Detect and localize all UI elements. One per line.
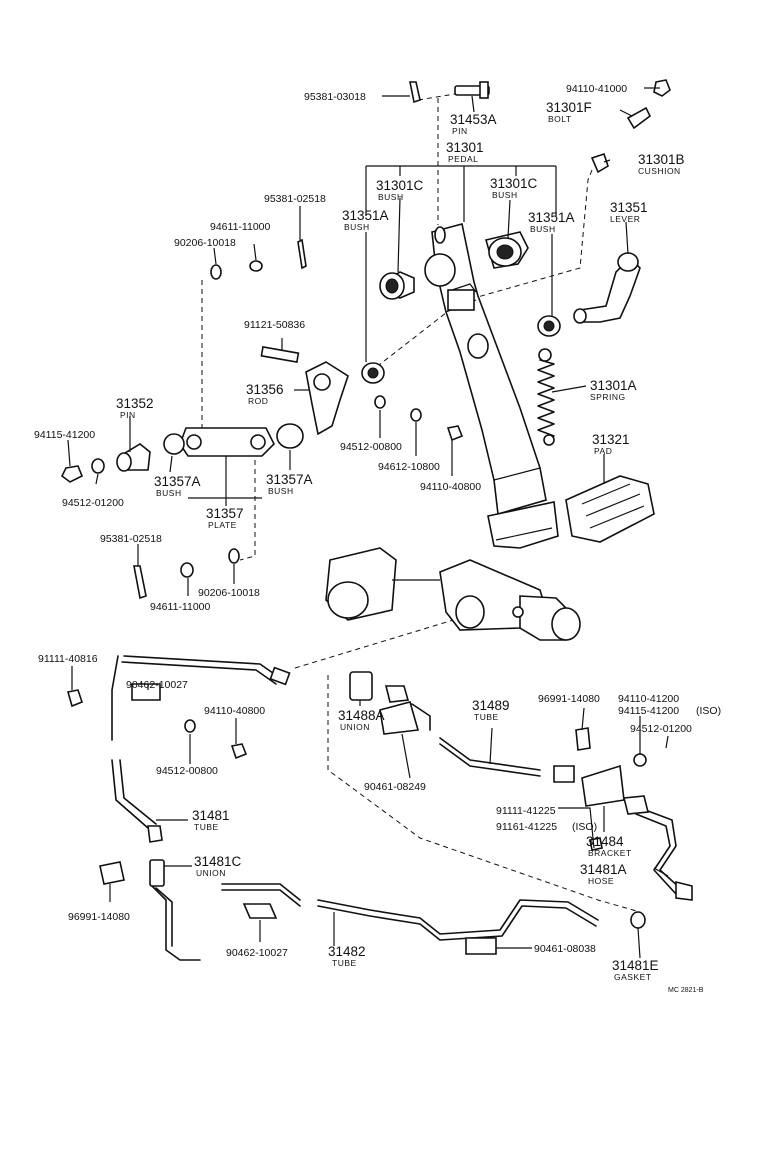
label-31351a-left: 31351A xyxy=(342,208,389,223)
label-31481a: 31481A xyxy=(580,862,627,877)
label-90461-08038: 90461-08038 xyxy=(534,943,596,955)
label-31488a: 31488A xyxy=(338,708,385,723)
label-pad: PAD xyxy=(594,446,612,456)
label-96991-14080-left: 96991-14080 xyxy=(68,911,130,923)
part-labels: 95381-03018 31453A PIN 31301 PEDAL 94110… xyxy=(34,83,721,994)
label-31301a: 31301A xyxy=(590,378,637,393)
label-iso-1: (ISO) xyxy=(696,705,721,717)
label-31321: 31321 xyxy=(592,432,630,447)
label-94110-40800-low: 94110-40800 xyxy=(204,705,265,717)
label-31351: 31351 xyxy=(610,200,648,215)
label-91161-41225: 91161-41225 xyxy=(496,821,557,833)
label-31301b: 31301B xyxy=(638,152,685,167)
label-94512-01200-left: 94512-01200 xyxy=(62,497,124,509)
master-cylinder-part xyxy=(325,547,581,641)
label-95381-02518-bottom: 95381-02518 xyxy=(100,533,162,545)
label-bush-a1: BUSH xyxy=(344,222,370,232)
label-bush-c1: BUSH xyxy=(378,192,404,202)
label-pin: PIN xyxy=(452,126,468,136)
label-94110-41000: 94110-41000 xyxy=(566,83,627,95)
label-bolt: BOLT xyxy=(548,114,572,124)
label-90206-10018-bottom: 90206-10018 xyxy=(198,587,260,599)
label-31352: 31352 xyxy=(116,396,154,411)
spring-part xyxy=(537,348,555,446)
label-spring: SPRING xyxy=(590,392,626,402)
pedal-bushes xyxy=(361,231,561,384)
pad-part xyxy=(565,475,655,543)
label-pedal: PEDAL xyxy=(448,154,478,164)
label-31301c-right: 31301C xyxy=(490,176,538,191)
label-gasket: GASKET xyxy=(614,972,651,982)
label-94512-01200-right: 94512-01200 xyxy=(630,723,692,735)
label-90461-08249: 90461-08249 xyxy=(364,781,426,793)
label-31357: 31357 xyxy=(206,506,244,521)
label-91111-41225: 91111-41225 xyxy=(496,805,556,817)
label-bush-p1: BUSH xyxy=(156,488,182,498)
label-cushion: CUSHION xyxy=(638,166,681,176)
label-union: UNION xyxy=(340,722,370,732)
label-31484: 31484 xyxy=(586,834,624,849)
label-bracket: BRACKET xyxy=(588,848,632,858)
alignment-lines xyxy=(201,93,641,913)
label-31481: 31481 xyxy=(192,808,230,823)
label-94512-00800-low: 94512-00800 xyxy=(156,765,218,777)
label-94611-11000-top: 94611-11000 xyxy=(210,221,270,233)
label-tube2: TUBE xyxy=(194,822,219,832)
label-31357a-right: 31357A xyxy=(266,472,313,487)
label-31301: 31301 xyxy=(446,140,484,155)
leader-lines xyxy=(67,87,669,959)
label-91121-50836: 91121-50836 xyxy=(244,319,305,331)
label-31301c-left: 31301C xyxy=(376,178,424,193)
label-94611-11000-bottom: 94611-11000 xyxy=(150,601,210,613)
label-plate: PLATE xyxy=(208,520,237,530)
label-96991-14080-right: 96991-14080 xyxy=(538,693,600,705)
tube-fittings xyxy=(66,666,693,955)
label-95381-02518-top: 95381-02518 xyxy=(264,193,326,205)
label-94110-40800-mid: 94110-40800 xyxy=(420,481,481,493)
label-94110-41200: 94110-41200 xyxy=(618,693,679,705)
label-hose: HOSE xyxy=(588,876,614,886)
label-31489: 31489 xyxy=(472,698,510,713)
label-pin2: PIN xyxy=(120,410,136,420)
label-31357a-left: 31357A xyxy=(154,474,201,489)
tube-lines xyxy=(111,655,681,961)
label-94612-10800: 94612-10800 xyxy=(378,461,440,473)
label-bush-a2: BUSH xyxy=(530,224,556,234)
label-31482: 31482 xyxy=(328,944,366,959)
label-94115-41200-left: 94115-41200 xyxy=(34,429,95,441)
label-union2: UNION xyxy=(196,868,226,878)
label-90462-10027-bottom: 90462-10027 xyxy=(226,947,288,959)
label-90462-10027-top: 90462-10027 xyxy=(126,679,188,691)
label-rod: ROD xyxy=(248,396,268,406)
clutch-pedal-part xyxy=(424,223,559,549)
top-small-parts xyxy=(409,79,671,174)
label-bush-c2: BUSH xyxy=(492,190,518,200)
label-tube3: TUBE xyxy=(332,958,357,968)
label-31481c: 31481C xyxy=(194,854,242,869)
label-95381-03018: 95381-03018 xyxy=(304,91,366,103)
label-91111-40816: 91111-40816 xyxy=(38,653,98,665)
label-94115-41200-right: 94115-41200 xyxy=(618,705,679,717)
reference-code: MC 2821-B xyxy=(668,987,704,994)
label-31356: 31356 xyxy=(246,382,284,397)
label-90206-10018-top: 90206-10018 xyxy=(174,237,236,249)
label-31481e: 31481E xyxy=(612,958,659,973)
label-31301f: 31301F xyxy=(546,100,592,115)
label-tube1: TUBE xyxy=(474,712,499,722)
label-94512-00800-mid: 94512-00800 xyxy=(340,441,402,453)
label-31351a-right: 31351A xyxy=(528,210,575,225)
label-iso-2: (ISO) xyxy=(572,821,597,833)
linkage-parts xyxy=(60,238,464,600)
label-31453a: 31453A xyxy=(450,112,497,127)
label-lever: LEVER xyxy=(610,214,640,224)
label-bush-p2: BUSH xyxy=(268,486,294,496)
lever-part xyxy=(573,252,641,324)
